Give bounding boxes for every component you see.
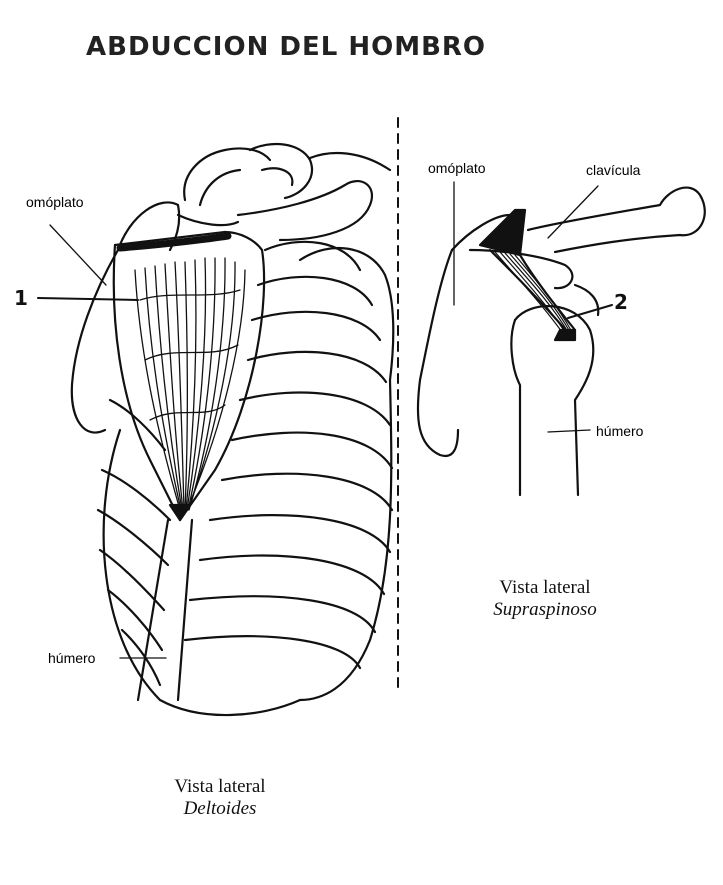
leaders-left	[37, 224, 167, 659]
label-humerus-left: húmero	[48, 650, 96, 666]
caption-left-view: Vista lateral	[174, 776, 266, 797]
supraspinatus-fibers	[494, 251, 573, 333]
clavicle-left	[183, 143, 392, 242]
scapula-right	[416, 213, 574, 458]
caption-left: Vista lateral Deltoides	[150, 776, 290, 820]
label-clavicle-right: clavícula	[586, 162, 641, 178]
clavicle-right	[526, 186, 706, 254]
caption-left-muscle: Deltoides	[183, 798, 257, 819]
label-scapula-right: omóplato	[428, 160, 486, 176]
label-number-2: 2	[614, 290, 628, 314]
humerus-left	[136, 518, 194, 702]
humerus-right	[510, 283, 600, 497]
page-title: ABDUCCION DEL HOMBRO	[86, 32, 487, 62]
leaders-right	[453, 181, 613, 433]
caption-right-muscle: Supraspinoso	[493, 599, 597, 620]
label-number-1: 1	[14, 286, 28, 310]
label-humerus-right: húmero	[596, 423, 644, 439]
ribcage-left	[96, 240, 395, 717]
caption-right-view: Vista lateral	[499, 577, 591, 598]
caption-right: Vista lateral Supraspinoso	[470, 577, 620, 621]
deltoid-fibers	[134, 257, 246, 511]
label-scapula-left: omóplato	[26, 194, 84, 210]
